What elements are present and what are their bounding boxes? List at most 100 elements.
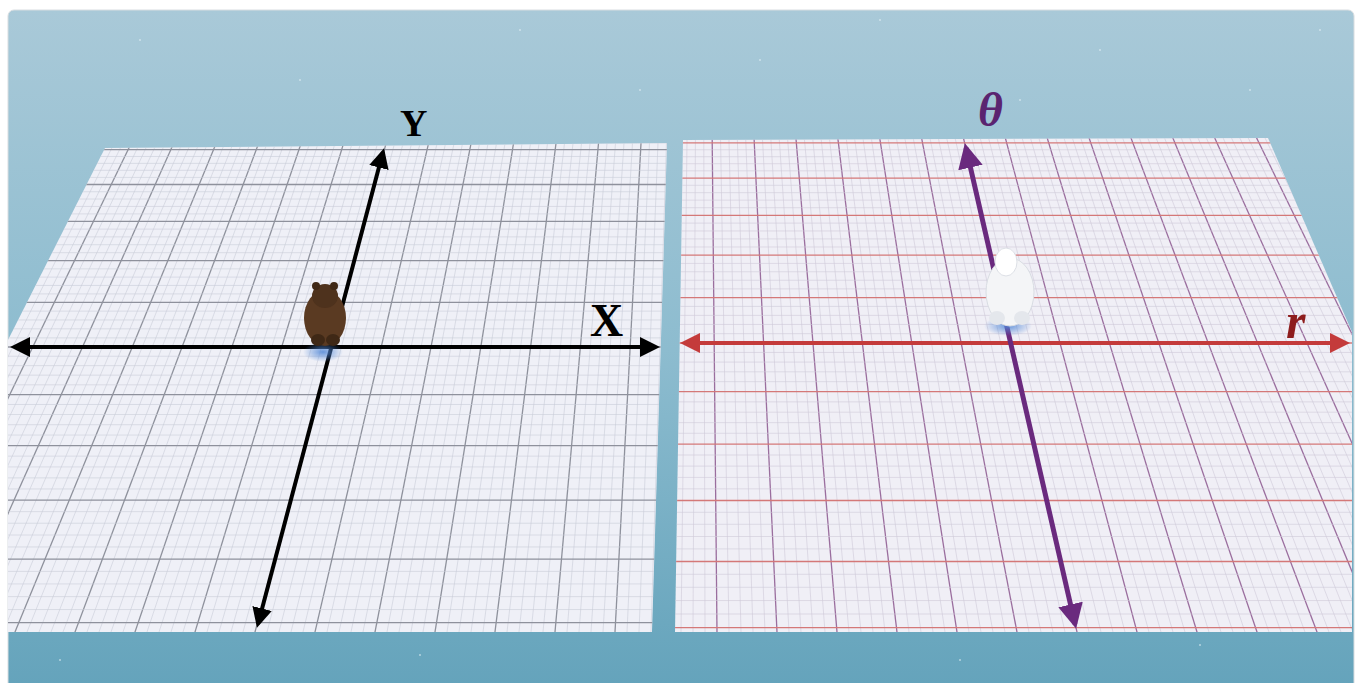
grid-column-minor (229, 120, 376, 640)
grid-column-minor (379, 120, 481, 640)
grid-column-minor (0, 120, 201, 640)
polar-plane (675, 138, 1352, 632)
grid-column-minor (452, 120, 531, 640)
grid-column-major (0, 120, 176, 640)
grid-column-major (0, 120, 94, 640)
grid-row-minor (0, 223, 1362, 224)
grid-row-major (0, 177, 1362, 178)
grid-column-minor (0, 120, 117, 640)
grid-column-minor (181, 120, 343, 640)
grid-row-major (0, 254, 1362, 255)
grid-column-minor (0, 120, 192, 640)
grid-row-minor (0, 536, 1362, 537)
grid-column-minor (482, 120, 551, 640)
grid-column-minor (0, 120, 9, 640)
grid-row-minor (0, 293, 1362, 294)
grid-row-minor (0, 129, 1362, 130)
grid-row-minor (0, 271, 1362, 272)
star (1019, 99, 1021, 101)
grid-column-minor (6, 120, 226, 640)
grid-column-major (373, 120, 475, 640)
grid-column-minor (0, 120, 143, 640)
grid-column-major (615, 120, 643, 640)
grid-column-minor (156, 120, 325, 640)
grid-row-minor (0, 170, 1362, 171)
grid-column-minor (663, 120, 676, 640)
grid-row-major (0, 561, 1362, 562)
grid-column-minor (524, 120, 580, 640)
grid-column-minor (42, 120, 251, 640)
grid-row-minor (0, 466, 1362, 467)
grid-column-minor (162, 120, 332, 640)
grid-row-minor (0, 268, 1362, 269)
grid-column-minor (0, 120, 110, 640)
grid-column-major (657, 120, 671, 640)
grid-row-major (0, 443, 1362, 444)
grid-row-minor (0, 477, 1362, 478)
grid-row-major (0, 297, 1362, 298)
grid-row-minor (0, 574, 1362, 575)
grid-row-minor (0, 136, 1362, 137)
grid-column-major (0, 120, 217, 640)
star (959, 659, 961, 661)
grid-column-minor (78, 120, 275, 640)
grid-column-minor (639, 120, 659, 640)
grid-column-minor (0, 120, 28, 640)
grid-column-minor (446, 120, 526, 640)
grid-row-minor (0, 488, 1362, 489)
grid-row-major (0, 215, 1362, 216)
grid-row-minor (0, 213, 1362, 214)
grid-column-minor (0, 120, 167, 640)
grid-row-major (0, 391, 1362, 392)
grid-row-minor (0, 306, 1362, 307)
grid-column-minor (428, 120, 514, 640)
grid-row-major (0, 221, 1362, 222)
grid-column-major (313, 120, 434, 640)
star (639, 89, 641, 91)
grid-column-minor (259, 120, 399, 640)
grid-row-minor (0, 384, 1362, 385)
r-axis (684, 341, 1346, 345)
grid-column-minor (0, 120, 42, 640)
grid-column-minor (265, 120, 401, 640)
star (1249, 89, 1251, 91)
grid-column-minor (247, 120, 391, 640)
grid-column-major (0, 120, 184, 640)
grid-column-minor (0, 120, 36, 640)
grid-column-major (54, 120, 259, 640)
grid-column-minor (404, 120, 498, 640)
grid-row-minor (0, 246, 1362, 247)
star (419, 654, 421, 656)
grid-column-minor (289, 120, 417, 640)
grid-row-major (0, 142, 1362, 143)
grid-column-minor (0, 120, 168, 640)
grid-column-minor (66, 120, 267, 640)
grid-column-minor (0, 120, 44, 640)
grid-row-minor (0, 356, 1362, 357)
grid-column-minor (0, 120, 26, 640)
grid-row-minor (0, 191, 1362, 192)
grid-row-major (0, 260, 1362, 261)
grid-column-minor (271, 120, 407, 640)
grid-column-minor (410, 120, 501, 640)
grid-column-minor (337, 120, 450, 640)
grid-column-minor (0, 120, 118, 640)
grid-column-minor (0, 120, 201, 640)
grid-column-major (0, 120, 101, 640)
grid-row-minor (0, 365, 1362, 366)
grid-column-minor (283, 120, 415, 640)
grid-column-minor (464, 120, 539, 640)
grid-column-minor (343, 120, 456, 640)
grid-row-minor (0, 170, 1362, 171)
grid-row-minor (0, 488, 1362, 489)
grid-column-minor (0, 120, 3, 640)
grid-row-minor (0, 535, 1362, 536)
grid-row-minor (0, 230, 1362, 231)
star (299, 79, 301, 81)
grid-row-minor (0, 635, 1362, 636)
grid-row-minor (0, 129, 1362, 130)
grid-row-minor (0, 600, 1362, 601)
grid-row-minor (0, 123, 1362, 124)
grid-column-minor (0, 120, 159, 640)
grid-column-minor (90, 120, 283, 640)
